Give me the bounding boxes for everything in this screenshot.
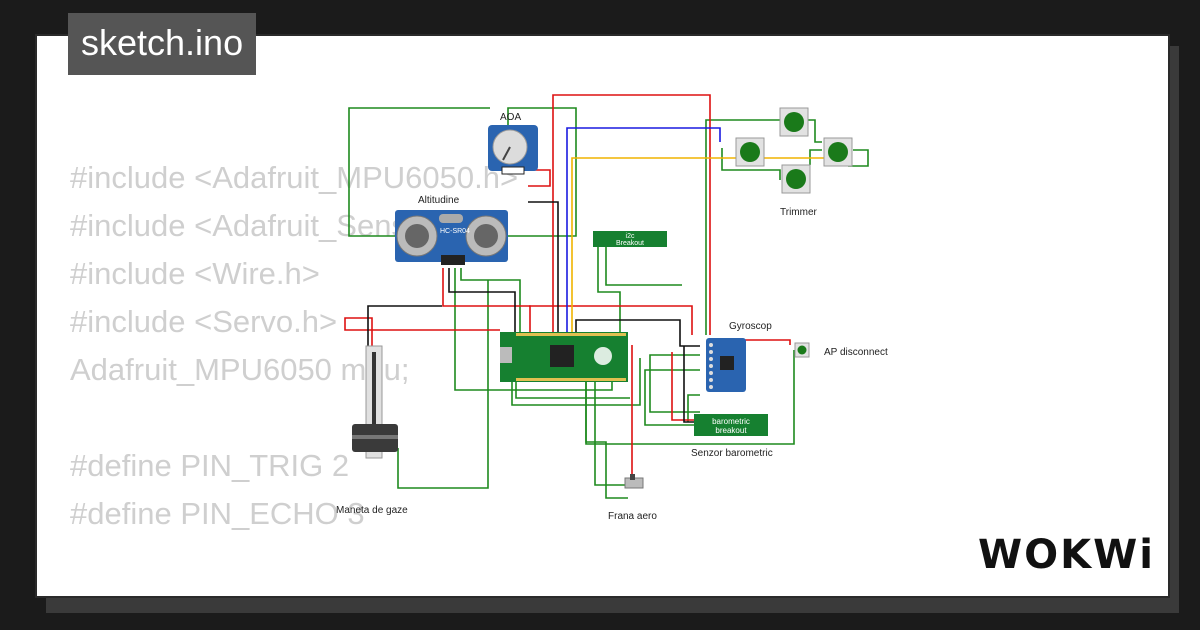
baro-text-bottom: breakout [715,426,747,435]
code-preview: #include <Adafruit_MPU6050.h> #include <… [70,154,519,596]
code-line: #include <Adafruit_MPU6050.h> [70,160,519,195]
gyroscope-sensor[interactable]: Gyroscop [706,321,772,392]
code-line: Adafruit_MPU6050 mpu; [70,352,410,387]
push-button-bottom[interactable] [781,164,811,194]
baro-label: Senzor barometric [691,448,773,459]
wires-black [367,201,700,423]
raspberry-logo-icon [594,347,612,365]
push-button-right[interactable] [823,137,853,167]
baro-text-top: barometric [712,417,750,426]
throttle-slider[interactable]: Maneta de gaze [336,345,408,516]
ap-disconnect-button[interactable]: AP disconnect [794,342,888,358]
hcsr04-text: HC-SR04 [440,228,470,235]
ultrasonic-sensor[interactable]: Altitudine HC-SR04 [395,195,508,265]
ap-label: AP disconnect [824,347,888,358]
wokwi-logo: WOKWi [978,532,1150,578]
sketch-title: sketch.ino [68,13,257,75]
push-button-left[interactable] [735,137,765,167]
throttle-label: Maneta de gaze [336,505,408,516]
wires-green [348,107,869,499]
trimmer-label: Trimmer [780,207,818,218]
gyro-label: Gyroscop [729,321,772,332]
push-button-top[interactable] [779,107,809,137]
code-line: #define PIN_TRIG 2 [70,448,350,483]
i2c-text-bottom: Breakout [616,240,644,247]
airbrake-label: Frana aero [608,511,657,522]
wires-blue [566,127,721,332]
aoa-label: AOA [500,112,521,123]
airbrake-switch[interactable]: Frana aero [608,474,657,522]
altitude-label: Altitudine [418,195,460,206]
code-line: #TRIMMER MANUAL [70,586,518,596]
aoa-potentiometer[interactable]: AOA [488,112,538,175]
i2c-text-top: i2c [626,233,635,240]
code-line: #define PIN_ECHO 3 [70,496,365,531]
trimmer-buttons[interactable]: Trimmer [735,107,853,218]
logo-text: WOKWi [978,532,1150,578]
code-line: #include <Wire.h> [70,256,320,291]
barometric-breakout[interactable]: barometric breakout Senzor barometric [691,414,773,459]
i2c-breakout[interactable]: i2c Breakout [593,231,667,247]
code-line: #include <Servo.h> [70,304,338,339]
pico-board[interactable] [500,332,628,382]
